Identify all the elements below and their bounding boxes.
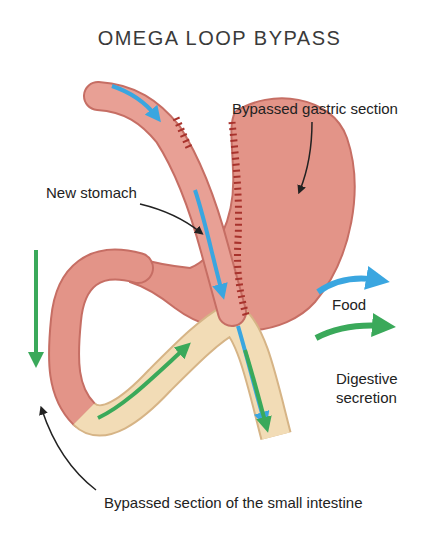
alimentary-limb-outline: [84, 318, 276, 436]
diagram-title: OMEGA LOOP BYPASS: [98, 26, 342, 51]
alimentary-limb: [84, 318, 276, 436]
leader-line: [42, 410, 96, 490]
food-arrow: [195, 190, 222, 292]
secretion-arrow: [34, 250, 38, 360]
food-legend-arrow: [318, 279, 378, 293]
part-label: Bypassed gastric section: [232, 100, 398, 119]
pouch: [98, 96, 232, 312]
staple-line: [232, 122, 246, 315]
pouch-outline: [98, 96, 232, 312]
staple-line: [176, 118, 190, 150]
legend-label: Digestive secretion: [336, 370, 428, 408]
part-label: Bypassed section of the small intestine: [104, 494, 362, 513]
secretion-arrow: [98, 348, 185, 418]
part-label: New stomach: [46, 184, 137, 203]
legend-label: Food: [332, 296, 432, 315]
leader-line: [140, 204, 200, 232]
food-arrow: [112, 86, 156, 116]
secretion-arrow: [245, 350, 266, 425]
secretion-legend-arrow: [316, 326, 384, 339]
leader-line: [300, 122, 312, 190]
